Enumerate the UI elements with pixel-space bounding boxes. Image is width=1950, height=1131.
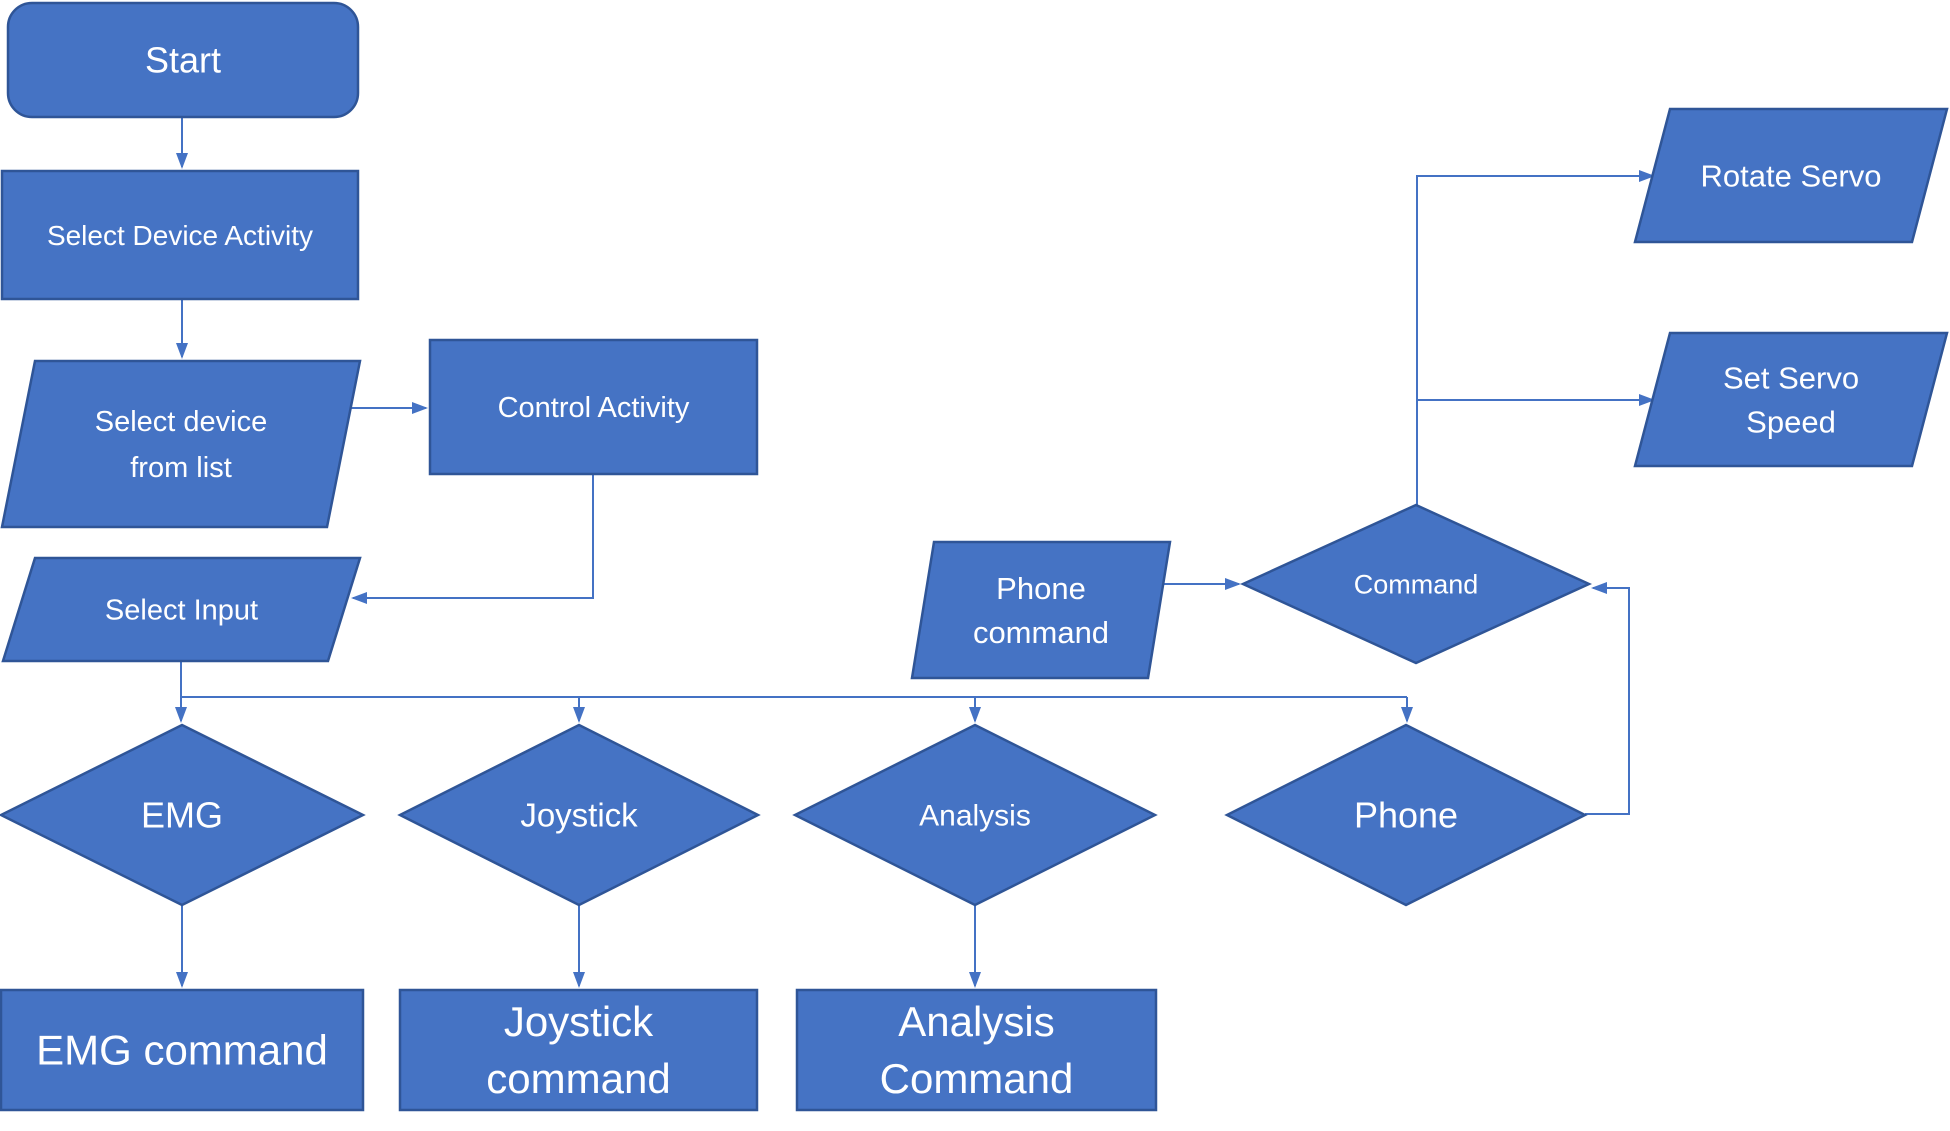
node-joystick-decision: Joystick bbox=[397, 723, 761, 907]
phone-decision-label: Phone bbox=[1354, 795, 1458, 836]
control-activity-label-line: Control Activity bbox=[498, 392, 690, 424]
node-rotate-servo: Rotate Servo bbox=[1633, 107, 1949, 244]
control-activity-label: Control Activity bbox=[498, 392, 690, 424]
edge-command-to-rotate-servo bbox=[1416, 170, 1655, 505]
node-analysis-decision: Analysis bbox=[792, 723, 1158, 907]
emg-command-label-line: EMG command bbox=[36, 1027, 328, 1074]
phone-command-label: Phone command bbox=[973, 571, 1109, 650]
analysis-decision-label-line: Analysis bbox=[919, 800, 1031, 833]
phone-decision-label-line: Phone bbox=[1354, 795, 1458, 836]
analysis-decision-label: Analysis bbox=[919, 800, 1031, 833]
node-select-device-activity: Select Device Activity bbox=[0, 169, 360, 301]
command-decision-label: Command bbox=[1354, 569, 1479, 599]
select-device-activity-label-line: Select Device Activity bbox=[47, 220, 313, 251]
select-input-shape bbox=[1, 556, 362, 663]
joystick-decision-label: Joystick bbox=[520, 797, 638, 834]
edge-control-activity-to-select-input bbox=[351, 474, 594, 604]
analysis-decision-shape bbox=[792, 723, 1158, 907]
node-joystick-command: Joystick command bbox=[398, 988, 759, 1112]
select-device-activity-shape bbox=[0, 169, 360, 301]
phone-command-label-line: Phone bbox=[996, 571, 1086, 606]
joystick-command-shape bbox=[398, 988, 759, 1112]
joystick-command-label-line: command bbox=[486, 1055, 670, 1102]
emg-decision-label: EMG bbox=[141, 795, 223, 836]
set-servo-speed-shape bbox=[1633, 331, 1949, 468]
analysis-command-label-line: Analysis bbox=[898, 998, 1054, 1045]
command-decision-shape bbox=[1239, 503, 1593, 665]
node-select-device-from-list: Select device from list bbox=[0, 359, 362, 529]
select-input-label-line: Select Input bbox=[105, 595, 258, 627]
emg-command-label: EMG command bbox=[36, 1027, 328, 1074]
joystick-decision-label-line: Joystick bbox=[520, 797, 638, 834]
start-label: Start bbox=[145, 40, 221, 81]
control-activity-shape bbox=[428, 338, 759, 476]
node-select-input: Select Input bbox=[1, 556, 362, 663]
node-emg-command: EMG command bbox=[0, 988, 365, 1112]
edge-phone-loop-to-command bbox=[1585, 582, 1630, 815]
start-shape bbox=[6, 1, 360, 119]
edge-select-input-branch-line bbox=[180, 661, 1407, 698]
rotate-servo-label-line: Rotate Servo bbox=[1701, 158, 1882, 193]
rotate-servo-shape bbox=[1633, 107, 1949, 244]
joystick-decision-shape bbox=[397, 723, 761, 907]
set-servo-speed-label-line: Speed bbox=[1746, 404, 1836, 439]
emg-decision-label-line: EMG bbox=[141, 795, 223, 836]
phone-command-label-line: command bbox=[973, 615, 1109, 650]
joystick-command-label-line: Joystick bbox=[504, 998, 654, 1045]
joystick-command-label: Joystick command bbox=[486, 998, 670, 1102]
rotate-servo-label: Rotate Servo bbox=[1701, 158, 1882, 193]
node-command-decision: Command bbox=[1239, 503, 1593, 665]
node-phone-decision: Phone bbox=[1224, 723, 1588, 907]
select-device-activity-label: Select Device Activity bbox=[47, 220, 313, 251]
select-device-from-list-label-line: Select device bbox=[95, 406, 268, 438]
select-input-label: Select Input bbox=[105, 595, 258, 627]
command-decision-label-line: Command bbox=[1354, 569, 1479, 599]
analysis-command-label-line: Command bbox=[880, 1055, 1074, 1102]
analysis-command-shape bbox=[795, 988, 1158, 1112]
start-label-line: Start bbox=[145, 40, 221, 81]
node-emg-decision: EMG bbox=[0, 723, 366, 907]
phone-command-shape bbox=[910, 540, 1172, 680]
node-phone-command: Phone command bbox=[910, 540, 1172, 680]
edge-layer bbox=[175, 117, 1655, 988]
emg-decision-shape bbox=[0, 723, 366, 907]
node-start: Start bbox=[6, 1, 360, 119]
select-device-from-list-label: Select device from list bbox=[95, 406, 268, 484]
node-control-activity: Control Activity bbox=[428, 338, 759, 476]
phone-decision-shape bbox=[1224, 723, 1588, 907]
emg-command-shape bbox=[0, 988, 365, 1112]
select-device-from-list-shape bbox=[0, 359, 362, 529]
select-device-from-list-label-line: from list bbox=[130, 452, 232, 484]
set-servo-speed-label-line: Set Servo bbox=[1723, 360, 1859, 395]
